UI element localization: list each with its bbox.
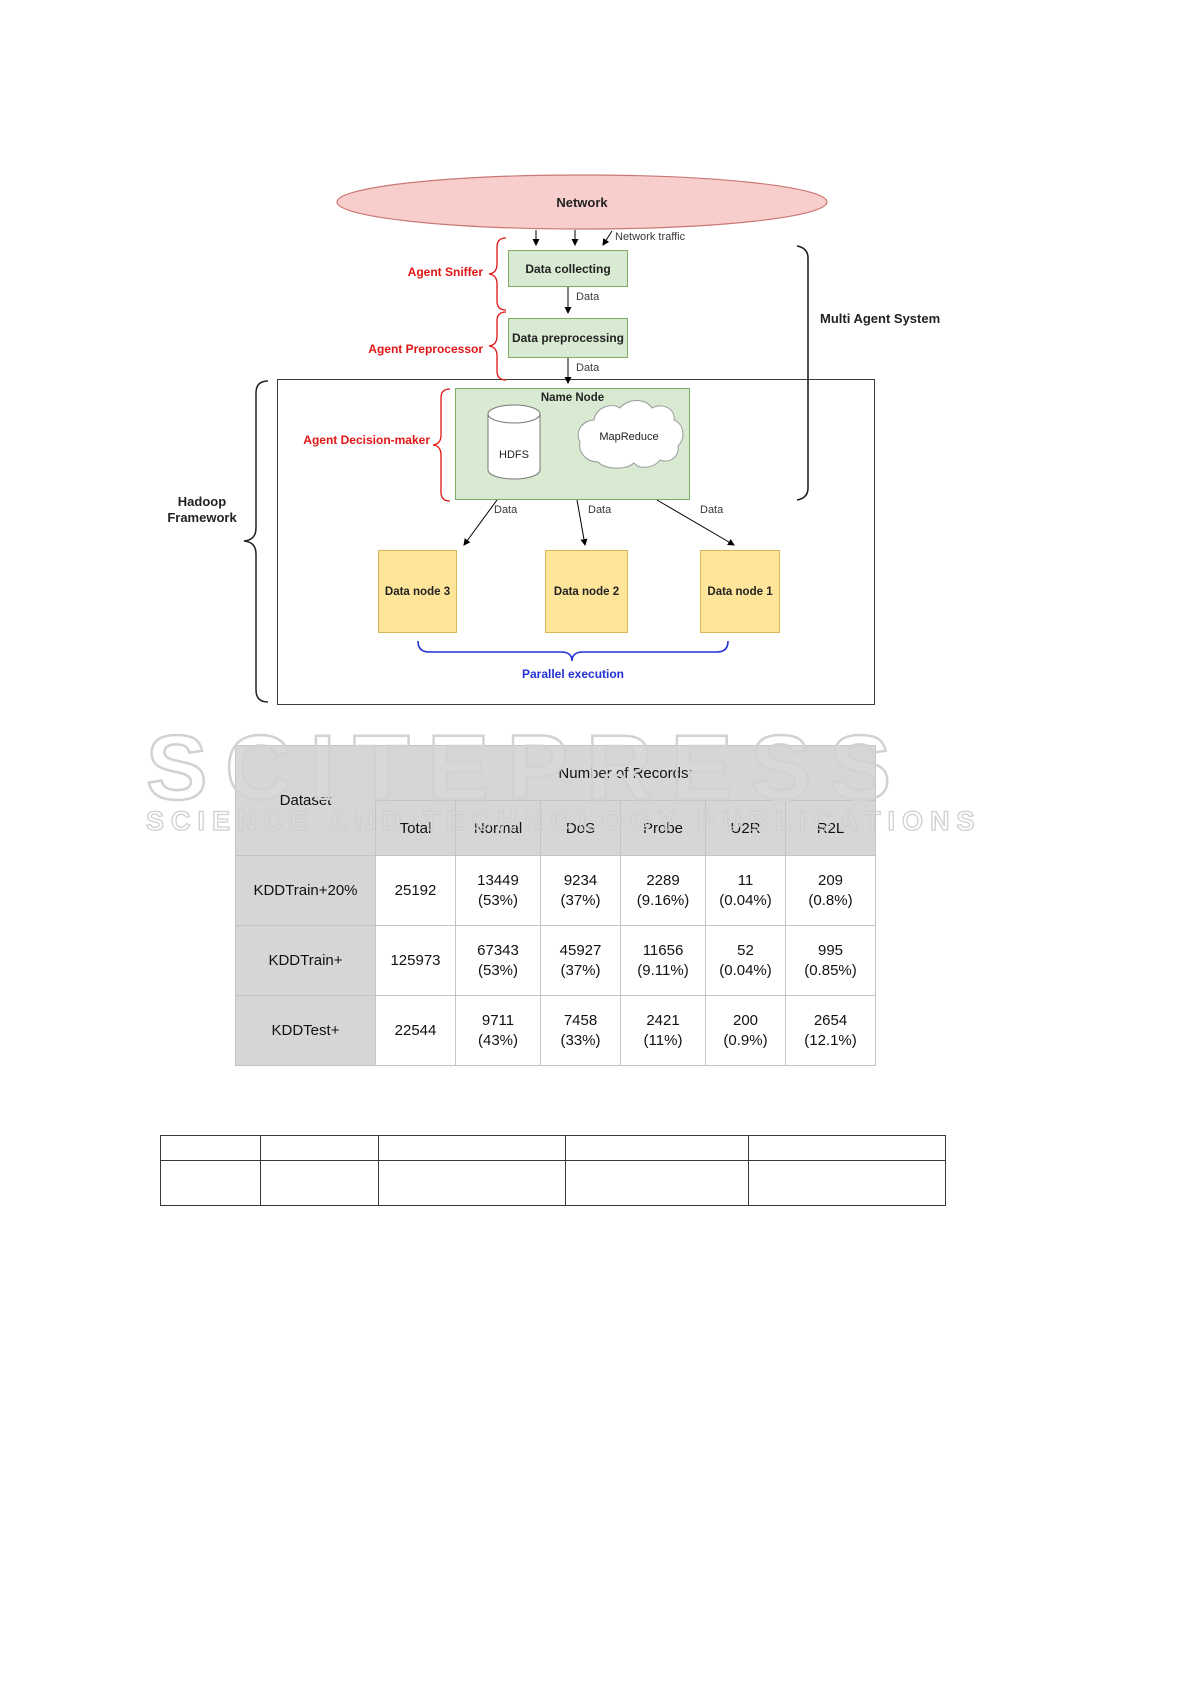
agent-sniffer-label: Agent Sniffer [407, 265, 483, 279]
row-label: KDDTest+ [235, 995, 376, 1066]
data-label-4: Data [588, 504, 612, 516]
table-row: KDDTrain+ 125973 67343(53%) 45927(37%) 1… [235, 925, 876, 996]
cell-normal: 13449(53%) [455, 855, 541, 926]
cell-r2l: 2654(12.1%) [785, 995, 876, 1066]
data-label-1: Data [576, 291, 600, 303]
agent-preprocessor-label: Agent Preprocessor [368, 342, 483, 356]
col-header-probe: Probe [620, 800, 706, 856]
data-node-3-box: Data node 3 [378, 550, 457, 633]
mapreduce-label: MapReduce [599, 431, 659, 443]
empty-cell [378, 1160, 566, 1206]
empty-cell [160, 1160, 261, 1206]
agent-decision-maker-label: Agent Decision-maker [303, 433, 430, 447]
table-header-dataset: Dataset [235, 745, 376, 856]
empty-cell [260, 1160, 379, 1206]
data-preprocessing-box: Data preprocessing [508, 318, 628, 358]
cell-total: 22544 [375, 995, 456, 1066]
hdfs-label: HDFS [499, 449, 529, 461]
multi-agent-system-label: Multi Agent System [820, 311, 941, 326]
empty-cell [260, 1135, 379, 1161]
cell-total: 125973 [375, 925, 456, 996]
cell-r2l: 995(0.85%) [785, 925, 876, 996]
empty-cell [748, 1160, 946, 1206]
data-collecting-box: Data collecting [508, 250, 628, 287]
parallel-execution-label: Parallel execution [521, 667, 625, 681]
name-node-box [455, 388, 690, 500]
cell-probe: 2289(9.16%) [620, 855, 706, 926]
cell-u2r: 200(0.9%) [705, 995, 786, 1066]
col-header-normal: Normal [455, 800, 541, 856]
data-node-2-box: Data node 2 [545, 550, 628, 633]
network-label: Network [556, 195, 608, 210]
cell-u2r: 52(0.04%) [705, 925, 786, 996]
col-header-total: Total [375, 800, 456, 856]
empty-cell [748, 1135, 946, 1161]
cell-normal: 67343(53%) [455, 925, 541, 996]
cell-normal: 9711(43%) [455, 995, 541, 1066]
cell-probe: 2421(11%) [620, 995, 706, 1066]
empty-table [160, 1135, 946, 1206]
name-node-label: Name Node [540, 392, 605, 404]
cell-dos: 7458(33%) [540, 995, 621, 1066]
row-label: KDDTrain+ [235, 925, 376, 996]
hadoop-framework-label: Hadoop Framework [167, 494, 237, 525]
hadoop-framework-rect [277, 379, 875, 705]
dataset-table: Dataset Number of Records: Total Normal … [235, 745, 876, 1066]
col-header-u2r: U2R [705, 800, 786, 856]
cell-probe: 11656(9.11%) [620, 925, 706, 996]
col-header-r2l: R2L [785, 800, 876, 856]
cell-dos: 45927(37%) [540, 925, 621, 996]
row-label: KDDTrain+20% [235, 855, 376, 926]
empty-cell [160, 1135, 261, 1161]
cell-u2r: 11(0.04%) [705, 855, 786, 926]
empty-cell [565, 1135, 749, 1161]
network-traffic-label: Network traffic [615, 231, 686, 243]
empty-cell [378, 1135, 566, 1161]
table-header-records: Number of Records: [375, 745, 876, 801]
empty-cell [565, 1160, 749, 1206]
hadoop-brace [243, 380, 269, 703]
table-row: KDDTest+ 22544 9711(43%) 7458(33%) 2421(… [235, 995, 876, 1066]
data-label-5: Data [700, 504, 724, 516]
cell-dos: 9234(37%) [540, 855, 621, 926]
data-label-2: Data [576, 362, 600, 374]
cell-r2l: 209(0.8%) [785, 855, 876, 926]
col-header-dos: DoS [540, 800, 621, 856]
cell-total: 25192 [375, 855, 456, 926]
table-row: KDDTrain+20% 25192 13449(53%) 9234(37%) … [235, 855, 876, 926]
data-node-1-box: Data node 1 [700, 550, 780, 633]
data-label-3: Data [494, 504, 518, 516]
